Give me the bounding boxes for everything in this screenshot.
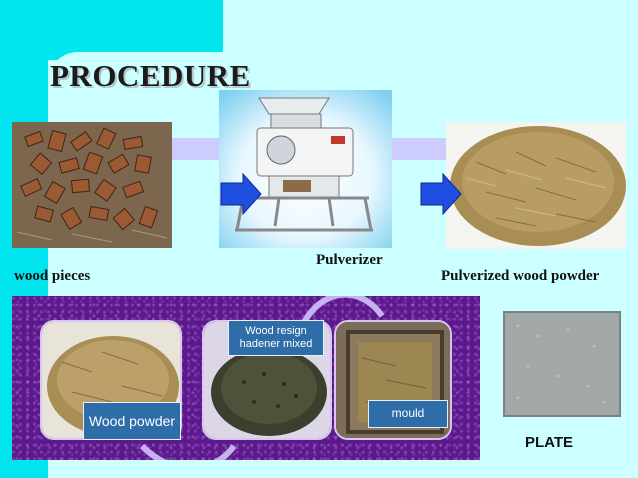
right-arrow-icon [419,172,463,216]
slide-title: PROCEDURE [50,58,251,93]
mould-label: mould [368,400,448,428]
wood-pieces-photo [12,122,172,248]
process-cycle-panel: Wood powder Wood resign hadener mixed [12,296,480,460]
wood-powder-photo [446,122,626,249]
accent-band-top [48,0,223,60]
process-resin-mix-photo [202,320,332,440]
resin-mixed-label: Wood resign hadener mixed [228,320,324,356]
wood-powder-label: Wood powder [83,402,181,440]
pulverizer-caption: Pulverizer [316,252,383,268]
plate-photo [498,306,626,422]
right-arrow-icon [219,172,263,216]
wood-powder-caption: Pulverized wood powder [441,268,600,284]
connector-bar [392,138,446,160]
connector-bar [170,138,220,160]
plate-label: PLATE [525,434,574,451]
wood-pieces-caption: wood pieces [14,268,91,284]
pulverizer-machine-photo [219,90,392,248]
